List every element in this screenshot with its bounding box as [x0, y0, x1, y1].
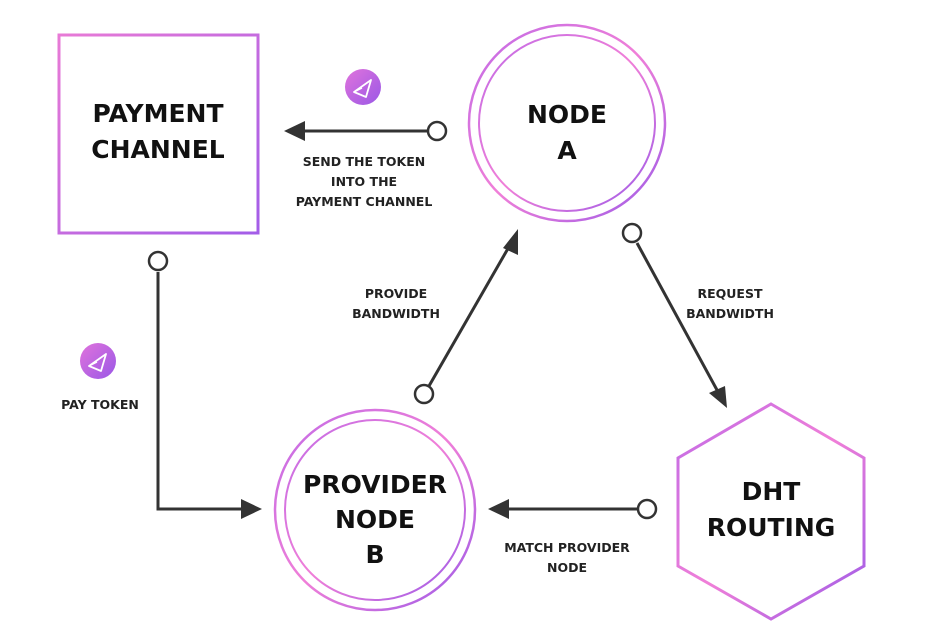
- token-triangle-icon: [80, 343, 116, 379]
- match-provider-port: [636, 498, 658, 520]
- match-provider-label-line1: MATCH PROVIDER: [504, 540, 630, 555]
- request-bandwidth-port: [621, 222, 643, 244]
- send-token-connector: [284, 120, 448, 142]
- provide-bandwidth-port: [413, 383, 435, 405]
- send-token-port: [426, 120, 448, 142]
- match-provider-label: MATCH PROVIDER NODE: [504, 540, 630, 575]
- match-provider-connector: [488, 498, 658, 520]
- request-bandwidth-label-line1: REQUEST: [697, 286, 762, 301]
- provide-bandwidth-label-line2: BANDWIDTH: [352, 306, 440, 321]
- request-bandwidth-label-line2: BANDWIDTH: [686, 306, 774, 321]
- send-token-label-line3: PAYMENT CHANNEL: [296, 194, 433, 209]
- provide-bandwidth-label: PROVIDE BANDWIDTH: [352, 286, 440, 321]
- match-provider-label-line2: NODE: [547, 560, 587, 575]
- node-a-label-line1: NODE: [527, 100, 607, 129]
- send-token-label: SEND THE TOKEN INTO THE PAYMENT CHANNEL: [296, 154, 433, 209]
- send-token-label-line2: INTO THE: [331, 174, 397, 189]
- provider-node-b-label-line3: B: [365, 540, 384, 569]
- node-a-label-line2: A: [557, 136, 577, 165]
- request-bandwidth-connector: [621, 222, 727, 408]
- pay-token-label: PAY TOKEN: [61, 397, 139, 412]
- pay-token-label-line1: PAY TOKEN: [61, 397, 139, 412]
- provide-bandwidth-label-line1: PROVIDE: [365, 286, 427, 301]
- token-triangle-icon: [345, 69, 381, 105]
- provider-node-b: PROVIDER NODE B: [273, 408, 477, 612]
- dht-routing-node: DHT ROUTING: [676, 402, 866, 621]
- dht-routing-label-line1: DHT: [742, 477, 801, 506]
- pay-token-port: [147, 250, 169, 272]
- node-a: NODE A: [467, 23, 667, 223]
- payment-channel-label-line1: PAYMENT: [92, 99, 223, 128]
- payment-channel-label-line2: CHANNEL: [91, 135, 225, 164]
- provide-bandwidth-connector: [413, 229, 518, 405]
- request-bandwidth-label: REQUEST BANDWIDTH: [686, 286, 774, 321]
- dht-routing-label-line2: ROUTING: [707, 513, 836, 542]
- provider-node-b-label-line2: NODE: [335, 505, 415, 534]
- pay-token-connector: [147, 250, 262, 519]
- send-token-label-line1: SEND THE TOKEN: [303, 154, 425, 169]
- payment-channel-node: PAYMENT CHANNEL: [57, 33, 260, 235]
- provider-node-b-label-line1: PROVIDER: [303, 470, 447, 499]
